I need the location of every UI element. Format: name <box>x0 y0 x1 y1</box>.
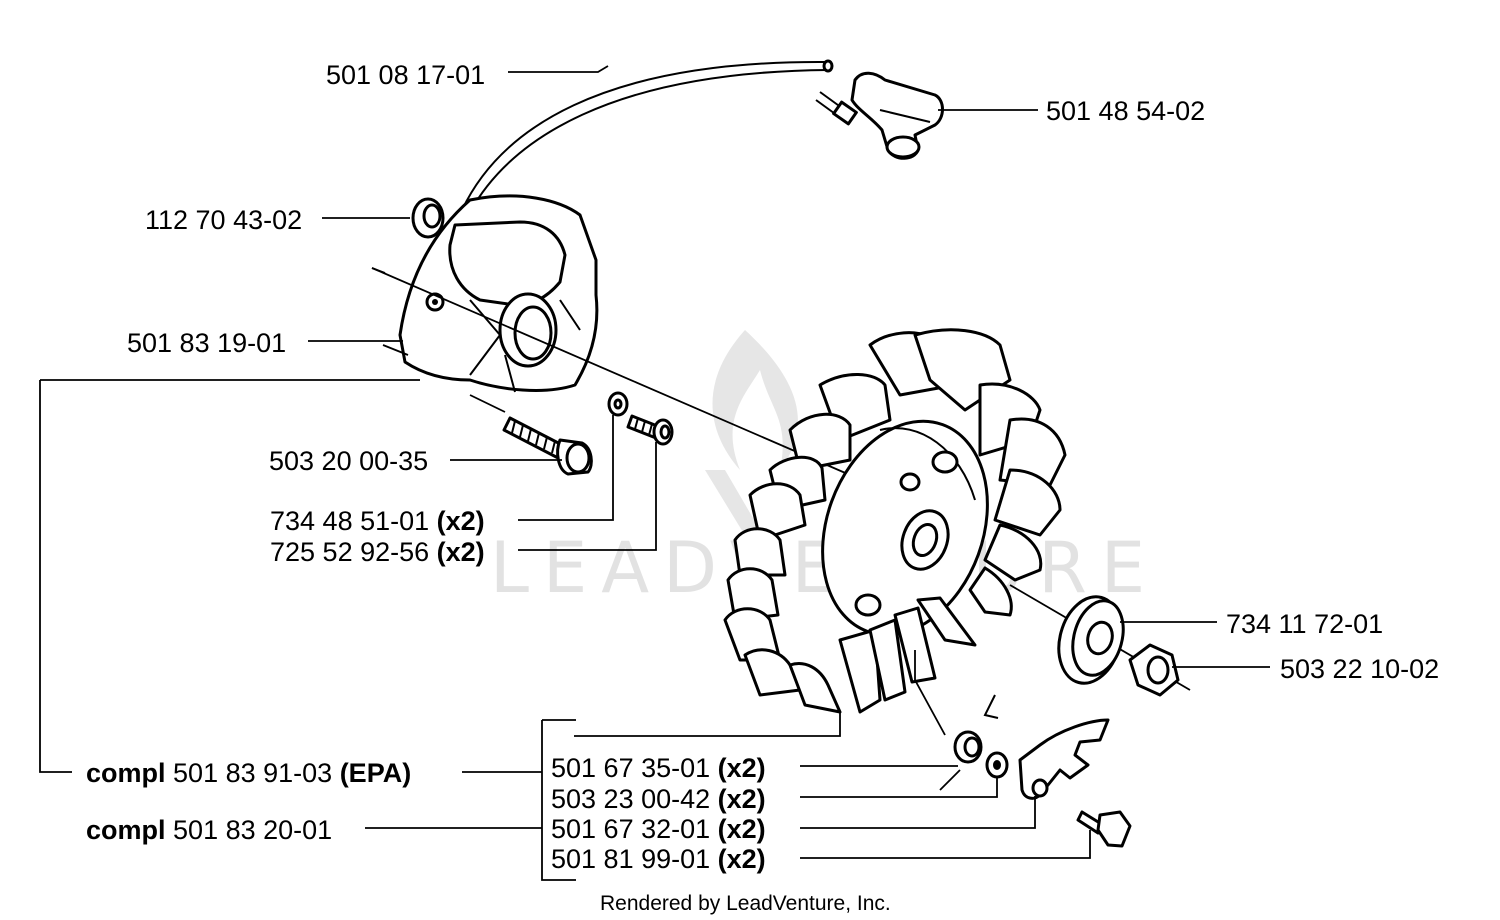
label-pawl-qty: (x2) <box>718 814 766 844</box>
screw-icon <box>626 414 674 446</box>
spring-icon <box>939 694 999 791</box>
label-pawl-screw-part: 501 81 99-01 <box>551 844 710 874</box>
label-kit-epa: compl 501 83 91-03 (EPA) <box>86 758 411 788</box>
leader-lines <box>39 65 1270 881</box>
ignition-module-icon <box>398 194 599 393</box>
label-kit-epa-prefix: compl <box>86 758 166 788</box>
label-screw-part: 725 52 92-56 <box>270 537 429 567</box>
label-screw: 725 52 92-56 (x2) <box>270 537 485 567</box>
label-washer-large: 734 11 72-01 <box>1226 609 1383 639</box>
label-spark-cap: 501 48 54-02 <box>1046 96 1205 126</box>
label-washer-small-qty: (x2) <box>718 784 766 814</box>
label-nut: 503 22 10-02 <box>1280 654 1439 684</box>
grommet-icon <box>411 197 445 239</box>
label-pawl-part: 501 67 32-01 <box>551 814 710 844</box>
label-spring-qty: (x2) <box>718 753 766 783</box>
label-spring: 501 67 35-01 (x2) <box>551 753 766 783</box>
spark-plug-cap-icon <box>850 71 944 160</box>
label-spring-part: 501 67 35-01 <box>551 753 710 783</box>
hv-lead-wire <box>461 59 858 213</box>
pawl-icon <box>1018 718 1110 800</box>
label-ignition-module: 501 83 19-01 <box>127 328 286 358</box>
label-kit: compl 501 83 20-01 <box>86 815 332 845</box>
watermark-flame-icon <box>712 330 798 470</box>
label-screw-qty: (x2) <box>437 537 485 567</box>
label-washer-part: 734 48 51-01 <box>270 506 429 536</box>
label-kit-prefix: compl <box>86 815 166 845</box>
label-hv-lead: 501 08 17-01 <box>326 60 485 90</box>
nut-icon <box>1128 643 1180 697</box>
label-bolt: 503 20 00-35 <box>269 446 428 476</box>
label-pawl-screw-qty: (x2) <box>718 844 766 874</box>
label-washer: 734 48 51-01 (x2) <box>270 506 485 536</box>
washer-icon <box>607 391 629 417</box>
label-kit-epa-suffix: (EPA) <box>340 758 412 788</box>
large-washer-icon <box>1057 595 1125 685</box>
label-kit-epa-part: 501 83 91-03 <box>173 758 332 788</box>
label-washer-qty: (x2) <box>437 506 485 536</box>
pawl-screw-icon <box>1076 810 1132 848</box>
label-washer-small-part: 503 23 00-42 <box>551 784 710 814</box>
small-washer-icon <box>985 751 1009 779</box>
label-washer-small: 503 23 00-42 (x2) <box>551 784 766 814</box>
bolt-icon <box>502 416 593 476</box>
label-pawl: 501 67 32-01 (x2) <box>551 814 766 844</box>
label-grommet: 112 70 43-02 <box>145 205 302 235</box>
footer-credit: Rendered by LeadVenture, Inc. <box>600 892 891 915</box>
flywheel-icon <box>723 328 1067 714</box>
label-kit-part: 501 83 20-01 <box>173 815 332 845</box>
label-pawl-screw: 501 81 99-01 (x2) <box>551 844 766 874</box>
